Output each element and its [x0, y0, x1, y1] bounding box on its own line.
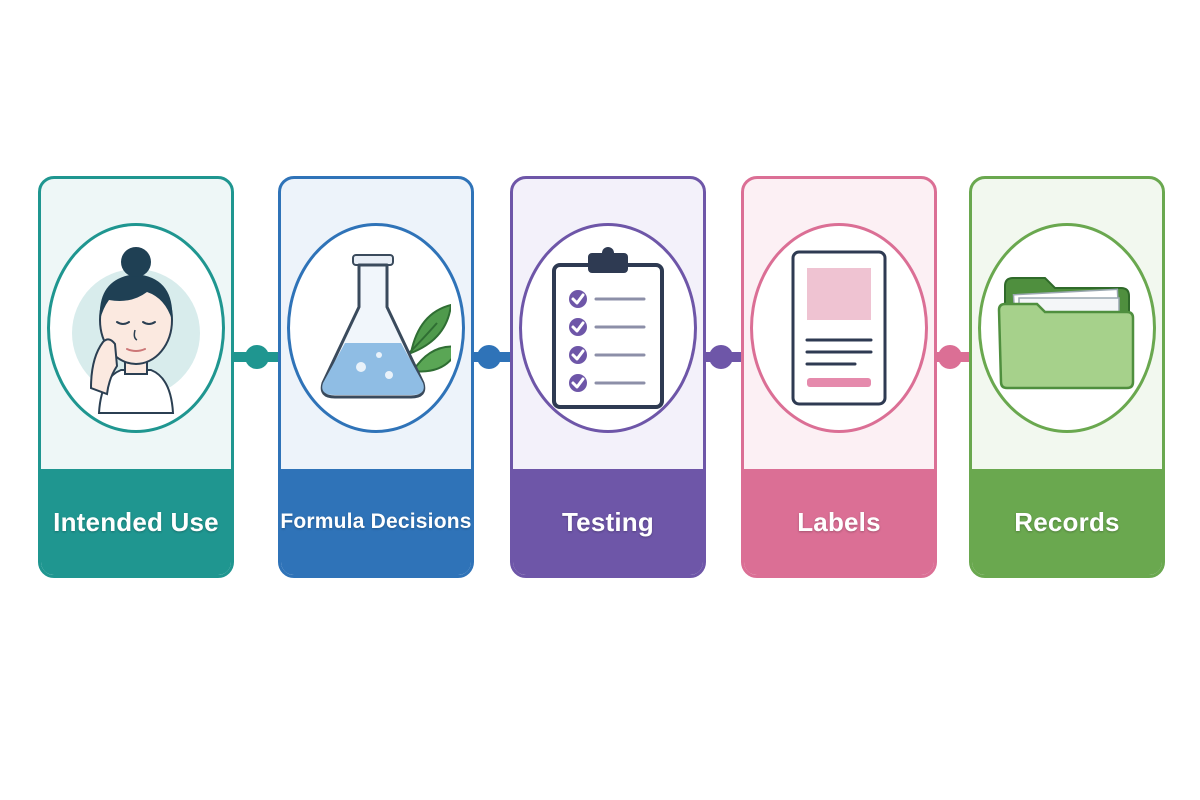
label-bar: Testing: [513, 469, 703, 575]
step-label: Labels: [797, 506, 881, 537]
label-bar: Records: [972, 469, 1162, 575]
step-label: Testing: [562, 506, 654, 537]
icon-ring: [978, 223, 1156, 433]
connector-4: [920, 345, 980, 369]
face-care-icon: [72, 247, 200, 414]
icon-ring: [750, 223, 928, 433]
step-label: Records: [1014, 506, 1120, 537]
label-bar: Formula Decisions: [281, 469, 471, 575]
step-card-records: Records: [969, 176, 1165, 578]
connector-1: [226, 345, 288, 369]
flask-leaf-icon: [320, 254, 451, 399]
step-label: Formula Decisions: [280, 510, 472, 533]
connector-node: [477, 345, 501, 369]
clipboard-checklist-icon: [552, 247, 664, 409]
connector-node: [245, 345, 269, 369]
step-card-labels: Labels: [741, 176, 937, 578]
step-card-testing: Testing: [510, 176, 706, 578]
step-card-intended-use: Intended Use: [38, 176, 234, 578]
step-card-formula-decisions: Formula Decisions: [278, 176, 474, 578]
step-label: Intended Use: [53, 506, 219, 537]
icon-ring: [47, 223, 225, 433]
connector-3: [690, 345, 752, 369]
label-bar: Labels: [744, 469, 934, 575]
connector-2: [458, 345, 520, 369]
icon-ring: [519, 223, 697, 433]
connector-node: [709, 345, 733, 369]
connector-node: [938, 345, 962, 369]
label-document-icon: [791, 250, 887, 406]
folder-records-icon: [997, 277, 1135, 390]
icon-ring: [287, 223, 465, 433]
label-bar: Intended Use: [41, 469, 231, 575]
